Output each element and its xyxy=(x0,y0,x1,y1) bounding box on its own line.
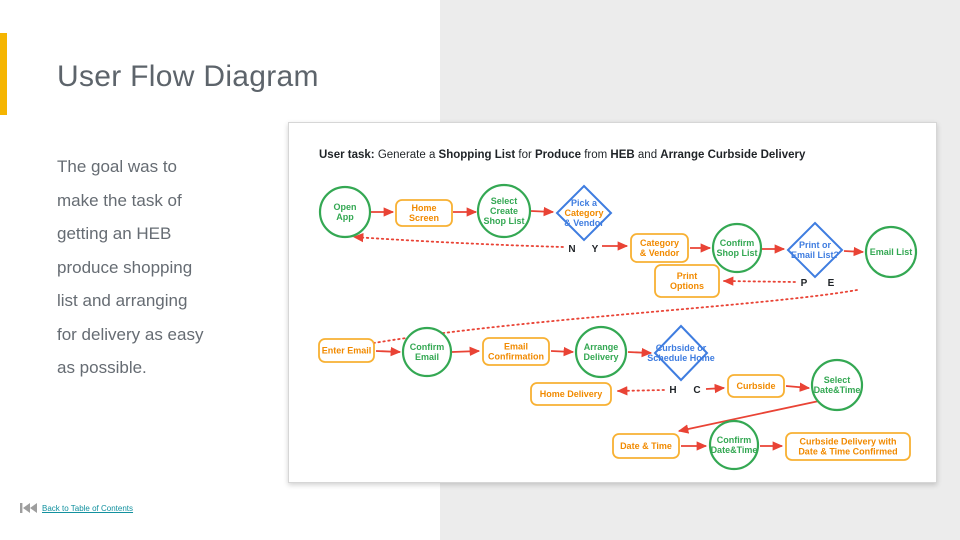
edge-enter-email-to-confirm-email xyxy=(375,346,402,357)
node-label: Email xyxy=(415,352,439,362)
node-label: Schedule Home xyxy=(647,353,715,363)
edge-print-diamond-to-email-list xyxy=(843,246,865,257)
edge-arrange-to-curbside-diamond xyxy=(627,347,653,358)
node-label: & Vendor xyxy=(640,248,680,258)
node-label: App xyxy=(336,212,354,222)
footer: Back to Table of Contents xyxy=(20,502,133,514)
body-line: for delivery as easy xyxy=(57,324,204,344)
accent-bar xyxy=(0,33,7,115)
node-label: Shop List xyxy=(484,216,525,226)
slide-body-text: The goal was to make the task of getting a… xyxy=(57,150,203,385)
branch-c: C xyxy=(693,385,700,396)
node-label: Category xyxy=(640,238,679,248)
node-home-delivery: Home Delivery xyxy=(530,382,612,406)
node-label: Category xyxy=(564,208,603,218)
body-line: The goal was to xyxy=(57,157,178,176)
edge-p-to-print-options xyxy=(722,276,796,286)
node-label: Date & Time xyxy=(620,441,672,451)
page-title: User Flow Diagram xyxy=(57,60,319,93)
body-line: produce shopping xyxy=(57,257,193,277)
body-line: make the task of xyxy=(57,190,182,210)
diagram-panel: User task: Generate a Shopping List for … xyxy=(288,122,937,483)
node-label: Email List xyxy=(870,247,913,257)
node-label: Confirm xyxy=(410,342,445,352)
node-label: Curbside xyxy=(736,381,775,391)
node-label: Email List? xyxy=(791,250,839,260)
user-task-header: User task: Generate a Shopping List for … xyxy=(319,149,806,161)
node-email-list: Email List xyxy=(864,225,918,279)
node-label: Print xyxy=(677,271,698,281)
body-line: getting an HEB xyxy=(57,224,172,243)
node-label: Delivery xyxy=(583,352,618,362)
node-label: Date&Time xyxy=(814,385,861,395)
back-to-toc-link[interactable]: Back to Table of Contents xyxy=(42,503,134,513)
node-label: Curbside Delivery with xyxy=(799,437,896,447)
edge-c-to-curbside xyxy=(705,383,726,394)
node-label: Email xyxy=(504,342,528,352)
node-label: Select xyxy=(491,196,518,206)
node-label: Pick a xyxy=(571,198,598,208)
node-label: Enter Email xyxy=(322,346,372,356)
node-label: Print or xyxy=(799,240,831,250)
node-label: Date & Time Confirmed xyxy=(798,447,897,457)
edge-curbside-to-select-datetime xyxy=(785,382,811,392)
node-label: Confirm xyxy=(717,435,752,445)
node-category-vendor: Category& Vendor xyxy=(630,233,689,263)
edge-select-datetime-to-date-time xyxy=(677,400,820,434)
node-label: Arrange xyxy=(584,342,619,352)
node-date-time: Date & Time xyxy=(612,433,680,459)
edge-email-confirmation-to-arrange xyxy=(550,346,575,357)
node-enter-email: Enter Email xyxy=(318,338,375,363)
body-line: as possible. xyxy=(57,358,147,377)
node-label: & Vendor xyxy=(564,218,604,228)
node-label: Select xyxy=(824,375,851,385)
node-label: Home Delivery xyxy=(540,389,603,399)
node-curbside: Curbside xyxy=(727,374,785,398)
node-label: Confirmation xyxy=(488,352,544,362)
node-label: Home xyxy=(411,203,436,213)
node-label: Confirm xyxy=(720,238,755,248)
node-label: Open xyxy=(333,202,356,212)
edge-confirm-email-to-email-confirmation xyxy=(451,346,481,357)
skip-to-start-icon xyxy=(20,503,37,513)
node-label: Options xyxy=(670,281,704,291)
node-label: Date&Time xyxy=(711,445,758,455)
branch-h: H xyxy=(669,385,676,396)
branch-e: E xyxy=(828,278,835,289)
branch-y: Y xyxy=(592,244,599,255)
edge-h-to-home-delivery xyxy=(616,386,665,396)
branch-p: P xyxy=(801,278,808,289)
node-label: Shop List xyxy=(717,248,758,258)
node-label: Create xyxy=(490,206,518,216)
node-label: Curbside or xyxy=(656,343,707,353)
edge-n-back-to-open-app xyxy=(352,232,564,248)
branch-n: N xyxy=(568,244,575,255)
node-label: Screen xyxy=(409,213,439,223)
body-line: list and arranging xyxy=(57,291,188,310)
edge-select-create-to-pick-diamond xyxy=(530,206,555,217)
